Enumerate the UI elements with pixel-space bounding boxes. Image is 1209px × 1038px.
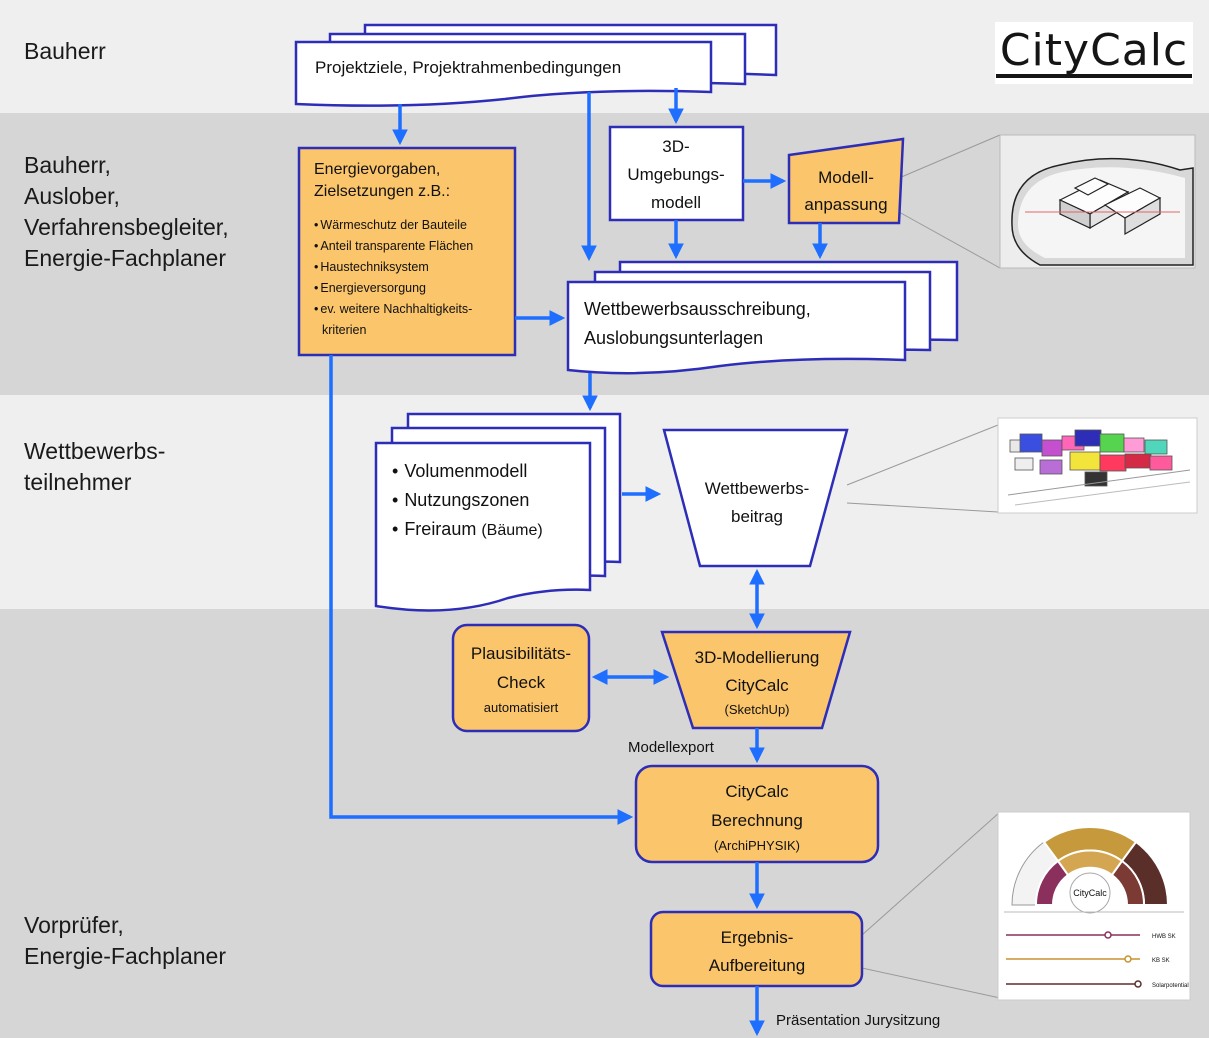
lane-label-teilnehmer: Wettbewerbs- teilnehmer xyxy=(24,438,166,495)
modellanpassung-box: Modell- anpassung xyxy=(787,137,905,225)
indicator-kb xyxy=(1006,955,1140,963)
svg-text:3D-Modellierung: 3D-Modellierung xyxy=(695,648,820,667)
plausibilitaet-box: Plausibilitäts- Check automatisiert xyxy=(451,623,591,733)
svg-text:Wettbewerbs-: Wettbewerbs- xyxy=(705,479,810,498)
svg-text:automatisiert: automatisiert xyxy=(484,700,559,715)
svg-text:•ev. weitere Nachhaltigkeits-: •ev. weitere Nachhaltigkeits- xyxy=(314,302,472,316)
svg-text:Aufbereitung: Aufbereitung xyxy=(709,956,805,975)
umgebungsmodell-screenshot xyxy=(898,134,1196,269)
svg-text:kriterien: kriterien xyxy=(322,323,367,337)
praesentation-label: Präsentation Jurysitzung xyxy=(776,1012,940,1029)
svg-text:•Wärmeschutz der Bauteile: •Wärmeschutz der Bauteile xyxy=(314,218,467,232)
projektziele-document: Projektziele, Projektrahmenbedingungen xyxy=(294,23,778,107)
svg-text:HWB SK: HWB SK xyxy=(1152,934,1176,940)
svg-text:Modell-: Modell- xyxy=(818,168,874,187)
lane-label-vorpruefer: Vorprüfer, Energie-Fachplaner xyxy=(24,912,227,969)
svg-text:Projektziele, Projektrahmenbed: Projektziele, Projektrahmenbedingungen xyxy=(315,58,621,77)
lane-label-bauherr: Bauherr xyxy=(24,38,106,64)
svg-text:KB SK: KB SK xyxy=(1152,958,1170,964)
umgebungsmodell-box: 3D- Umgebungs- modell xyxy=(608,125,745,222)
svg-text:Plausibilitäts-: Plausibilitäts- xyxy=(471,644,571,663)
wettbewerbsbeitrag-box: Wettbewerbs- beitrag xyxy=(662,428,849,568)
svg-text:(SketchUp): (SketchUp) xyxy=(724,702,789,717)
svg-text:modell: modell xyxy=(651,193,701,212)
svg-text:•Anteil transparente Flächen: •Anteil transparente Flächen xyxy=(314,239,473,253)
svg-text:CityCalc: CityCalc xyxy=(725,782,789,801)
modellexport-label: Modellexport xyxy=(628,739,715,756)
ergebnis-screenshot: CityCalc HWB SK KB SK Solarpotential xyxy=(861,811,1191,1001)
svg-text:Auslobungsunterlagen: Auslobungsunterlagen xyxy=(584,328,763,348)
svg-text:Umgebungs-: Umgebungs- xyxy=(627,165,724,184)
indicator-solar xyxy=(1006,980,1142,988)
svg-text:Check: Check xyxy=(497,673,546,692)
svg-text:•Haustechniksystem: •Haustechniksystem xyxy=(314,260,429,274)
citycalc-logo: CityCalc xyxy=(995,22,1193,84)
svg-text:3D-: 3D- xyxy=(662,137,689,156)
svg-text:•Energieversorgung: •Energieversorgung xyxy=(314,281,426,295)
volumenmodell-document: •Volumenmodell •Nutzungszonen •Freiraum(… xyxy=(374,412,622,612)
energievorgaben-box: Energievorgaben, Zielsetzungen z.B.: •Wä… xyxy=(297,146,517,357)
svg-text:anpassung: anpassung xyxy=(804,195,887,214)
indicator-hwb xyxy=(1006,931,1140,939)
svg-text:•Freiraum(Bäume): •Freiraum(Bäume) xyxy=(392,519,543,539)
svg-text:CityCalc: CityCalc xyxy=(725,676,789,695)
svg-text:Energievorgaben,: Energievorgaben, xyxy=(314,161,440,178)
svg-text:Berechnung: Berechnung xyxy=(711,811,803,830)
svg-text:•Nutzungszonen: •Nutzungszonen xyxy=(392,490,529,510)
connectors xyxy=(329,88,828,1037)
svg-text:•Volumenmodell: •Volumenmodell xyxy=(392,461,527,481)
svg-text:(ArchiPHYSIK): (ArchiPHYSIK) xyxy=(714,838,800,853)
svg-text:Solarpotential: Solarpotential xyxy=(1152,983,1189,989)
lane-label-auslober: Bauherr, Auslober, Verfahrensbegleiter, … xyxy=(24,152,229,271)
svg-text:Ergebnis-: Ergebnis- xyxy=(721,928,794,947)
svg-text:Zielsetzungen z.B.:: Zielsetzungen z.B.: xyxy=(314,183,450,200)
ergebnis-box: Ergebnis- Aufbereitung xyxy=(649,910,864,988)
wettbewerbsbeitrag-screenshot xyxy=(846,417,1198,514)
svg-text:beitrag: beitrag xyxy=(731,507,783,526)
berechnung-box: CityCalc Berechnung (ArchiPHYSIK) xyxy=(634,764,880,864)
arrow-energie-berechnung xyxy=(329,355,634,825)
wettbewerbsausschreibung-document: Wettbewerbsausschreibung, Auslobungsunte… xyxy=(566,260,959,375)
ergebnis-badge: CityCalc xyxy=(1073,888,1107,898)
svg-text:Wettbewerbsausschreibung,: Wettbewerbsausschreibung, xyxy=(584,299,811,319)
modellierung-box: 3D-Modellierung CityCalc (SketchUp) xyxy=(660,630,852,730)
